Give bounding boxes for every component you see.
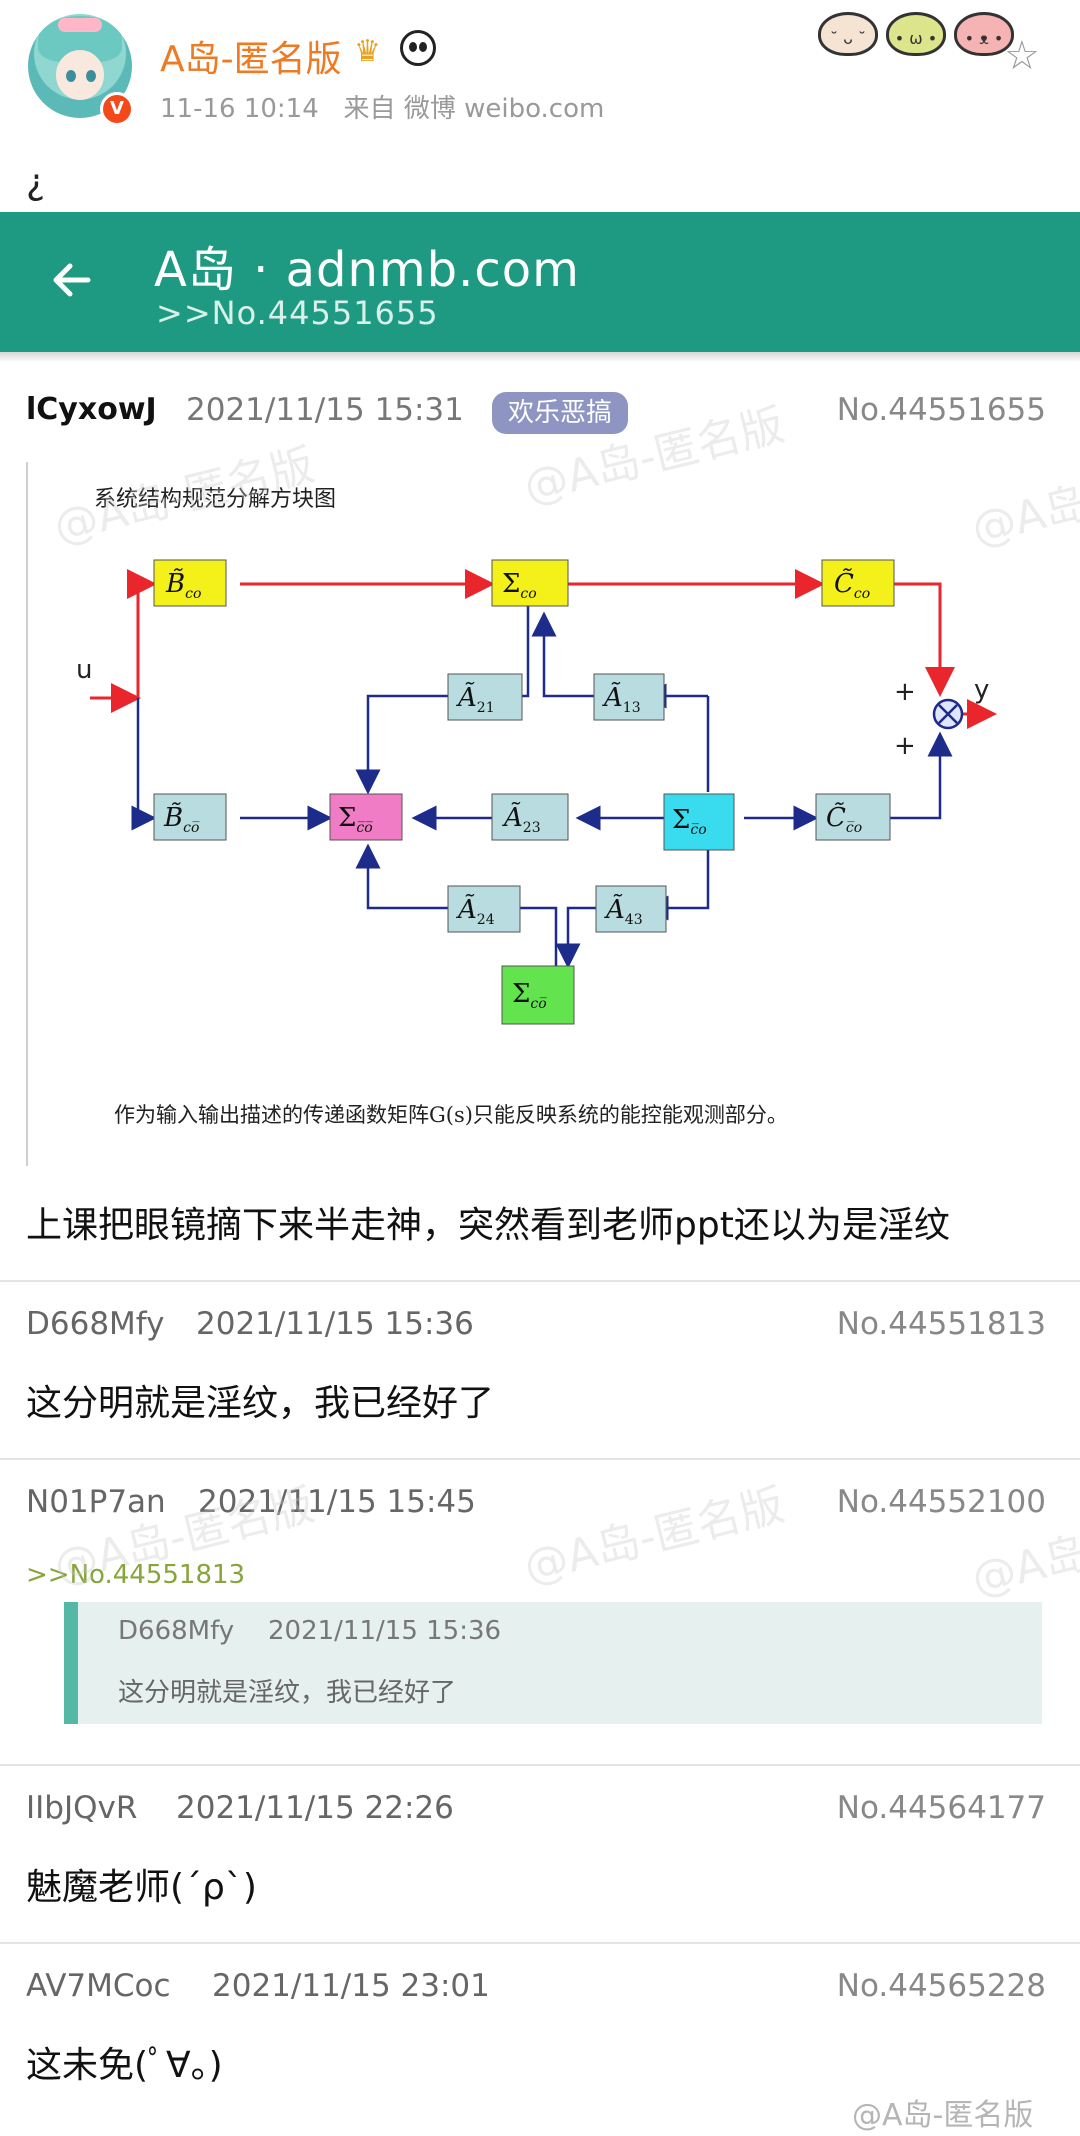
input-label: u <box>76 655 92 685</box>
watermark: @A岛 <box>966 1527 1080 1606</box>
plus-sign-bottom: + <box>894 731 916 761</box>
block-a23 <box>491 793 569 841</box>
block-sigma-cbar-obar <box>329 793 403 841</box>
thread-tag-badge[interactable]: 欢乐恶搞 <box>492 392 629 434</box>
account-name[interactable]: A岛-匿名版 <box>160 39 342 80</box>
thread-time: 2021/11/15 15:31 <box>186 392 464 428</box>
reply-user-id[interactable]: AV7MCoc <box>26 1968 171 2004</box>
verified-badge-icon: V <box>100 92 134 126</box>
block-b-co <box>153 559 227 607</box>
divider <box>0 1942 1080 1944</box>
post-timestamp: 11-16 10:14 <box>160 94 319 124</box>
quote-user-id: D668Mfy <box>118 1616 235 1646</box>
quote-box[interactable]: D668Mfy 2021/11/15 15:36 这分明就是淫纹，我已经好了 <box>64 1602 1042 1724</box>
crown-icon: ♛ <box>354 34 381 69</box>
reply-number[interactable]: No.44551813 <box>836 1306 1046 1342</box>
reply-text: 这分明就是淫纹，我已经好了 <box>26 1383 495 1424</box>
quote-time: 2021/11/15 15:36 <box>268 1616 502 1646</box>
app-bar: A岛 · adnmb.com >>No.44551655 <box>0 212 1080 352</box>
post-text: ¿ <box>26 162 46 203</box>
thread-header: lCyxowJ 2021/11/15 15:31 欢乐恶搞 No.4455165… <box>0 392 1080 442</box>
quote-link[interactable]: >>No.44551813 <box>26 1560 246 1590</box>
block-a24 <box>447 885 521 933</box>
block-a13 <box>593 673 665 721</box>
panda-icon <box>400 30 436 66</box>
star-icon[interactable]: ☆ <box>1004 33 1040 79</box>
thread-text: 上课把眼镜摘下来半走神，突然看到老师ppt还以为是淫纹 <box>26 1205 950 1246</box>
app-subtitle: >>No.44551655 <box>156 294 439 332</box>
reply-user-id[interactable]: N01P7an <box>26 1484 166 1520</box>
app-bar-shadow <box>0 352 1080 362</box>
block-a21 <box>447 673 523 721</box>
reply-user-id[interactable]: D668Mfy <box>26 1306 165 1342</box>
reply-time: 2021/11/15 15:36 <box>196 1306 474 1342</box>
divider <box>0 1764 1080 1766</box>
block-c-co <box>821 559 895 607</box>
reply-time: 2021/11/15 23:01 <box>212 1968 490 2004</box>
output-label: y <box>974 675 989 705</box>
post-image[interactable]: 系统结构规范分解方块图 <box>26 462 1080 1166</box>
diagram-title: 系统结构规范分解方块图 <box>94 487 336 512</box>
block-b-cobar <box>153 793 227 841</box>
block-sigma-c-obar <box>501 965 575 1025</box>
emoji-sticker-icon: • ω • <box>886 12 946 56</box>
reply-number[interactable]: No.44564177 <box>836 1790 1046 1826</box>
block-diagram: 系统结构规范分解方块图 <box>76 487 997 1127</box>
reply-number[interactable]: No.44565228 <box>836 1968 1046 2004</box>
avatar[interactable] <box>28 14 132 118</box>
post-source: 微博 weibo.com <box>403 94 605 124</box>
plus-sign-top: + <box>894 677 916 707</box>
app-title: A岛 · adnmb.com <box>154 242 580 298</box>
reply-time: 2021/11/15 22:26 <box>176 1790 454 1826</box>
block-c-cbar-o <box>815 793 891 841</box>
reply-text: 这未免(ﾟ∀。) <box>26 2045 223 2086</box>
reply-time: 2021/11/15 15:45 <box>198 1484 476 1520</box>
block-a43 <box>595 885 667 933</box>
thread-number[interactable]: No.44551655 <box>836 392 1046 428</box>
back-arrow-icon[interactable] <box>48 256 96 304</box>
reply-number[interactable]: No.44552100 <box>836 1484 1046 1520</box>
thread-user-id[interactable]: lCyxowJ <box>26 392 157 427</box>
quote-text: 这分明就是淫纹，我已经好了 <box>118 1678 457 1708</box>
weibo-watermark: @A岛-匿名版 <box>852 2098 1034 2133</box>
post-meta: 11-16 10:14 来自 微博 weibo.com <box>160 88 604 125</box>
emoji-sticker-icon: ˘ ᴗ ˘ <box>818 12 878 56</box>
block-sigma-cbar-o <box>663 793 735 851</box>
divider <box>0 1280 1080 1282</box>
reply-user-id[interactable]: IIbJQvR <box>26 1790 138 1826</box>
source-prefix: 来自 <box>343 94 396 124</box>
emoji-sticker-icon: • ᴥ • <box>954 12 1014 56</box>
block-sigma-co <box>491 559 569 607</box>
weibo-header: V A岛-匿名版 ♛ 11-16 10:14 来自 微博 weibo.com ˘… <box>0 0 1080 150</box>
divider <box>0 1458 1080 1460</box>
diagram-caption: 作为输入输出描述的传递函数矩阵G(s)只能反映系统的能控能观测部分。 <box>114 1103 788 1127</box>
watermark: @A岛-匿名版 <box>518 1479 790 1594</box>
reply-text: 魅魔老师(´ρ`) <box>26 1867 257 1908</box>
